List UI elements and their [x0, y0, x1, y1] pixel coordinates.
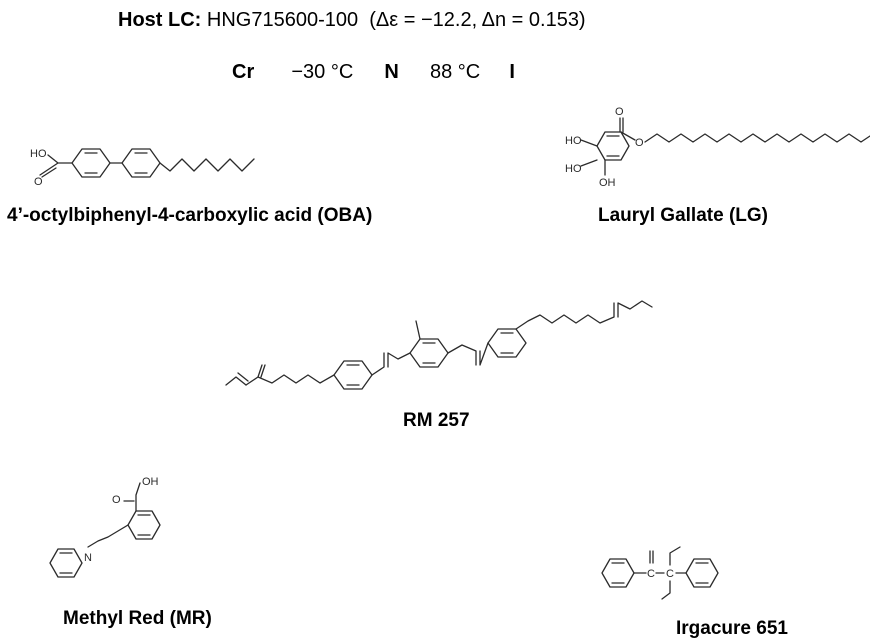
- delta-n-symbol: Δn: [481, 9, 507, 31]
- delta-eps-symbol: Δε: [375, 9, 399, 31]
- mr-label: Methyl Red (MR): [63, 608, 212, 629]
- lg-label: Lauryl Gallate (LG): [598, 205, 768, 226]
- host-lc-name: HNG715600-100: [206, 9, 359, 31]
- rm257-label: RM 257: [403, 410, 470, 431]
- irgacure-svg: C C: [601, 546, 719, 600]
- mr-atom-n: N: [84, 552, 92, 564]
- phase-cr: Cr: [232, 61, 255, 83]
- rm257-structure: [222, 275, 702, 400]
- lg-atom-ho1: HO: [565, 135, 582, 147]
- host-lc-line: Host LC: HNG715600-100 (Δε = −12.2, Δn =…: [118, 9, 586, 32]
- irgacure-atom-c2: C: [666, 568, 674, 580]
- mr-atom-oh: OH: [142, 476, 159, 488]
- lg-atom-ho2: HO: [565, 163, 582, 175]
- oba-atom-ho: HO: [30, 148, 47, 160]
- host-open-paren: (: [369, 9, 376, 31]
- lg-atom-o2: O: [635, 137, 644, 149]
- mr-atom-o: O: [112, 494, 121, 506]
- delta-n-value: = 0.153): [506, 9, 586, 31]
- phase-temp-1: −30 °C: [291, 61, 354, 83]
- irgacure-label: Irgacure 651: [676, 618, 788, 639]
- phase-i: I: [509, 61, 515, 83]
- lg-atom-oh: OH: [599, 177, 616, 189]
- phase-sequence: Cr −30 °C N 88 °C I: [232, 61, 515, 84]
- irgacure-structure: C C: [600, 535, 740, 620]
- oba-label: 4’-octylbiphenyl-4-carboxylic acid (OBA): [7, 205, 373, 226]
- oba-structure: HO O: [30, 135, 330, 200]
- phase-temp-2: 88 °C: [430, 61, 481, 83]
- oba-atom-o: O: [34, 176, 43, 188]
- lg-atom-o1: O: [615, 106, 624, 118]
- rm257-svg: [225, 300, 653, 390]
- mr-svg: OH O N: [49, 476, 161, 578]
- lg-svg: O O HO HO OH: [565, 106, 870, 189]
- irgacure-atom-c1: C: [647, 568, 655, 580]
- host-lc-prefix: Host LC:: [118, 9, 202, 31]
- phase-n: N: [384, 61, 399, 83]
- mr-structure: OH O N: [49, 475, 260, 600]
- delta-eps-value: = −12.2,: [398, 9, 482, 31]
- oba-svg: HO O: [30, 148, 255, 188]
- lg-structure: O O HO HO OH: [565, 100, 870, 195]
